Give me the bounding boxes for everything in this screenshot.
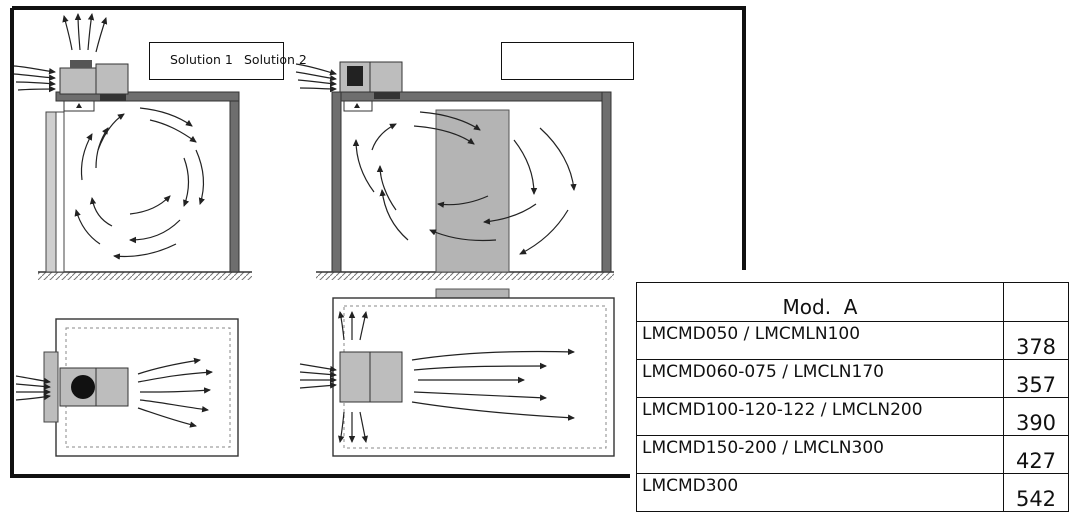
solution-2-label-box [501, 42, 634, 80]
evaporator-unit [339, 351, 371, 403]
table-header-row: Mod. A [636, 282, 1069, 322]
center-partition [435, 109, 510, 273]
cold-room-airflow-diagram [10, 6, 746, 478]
fan-circle-icon [71, 375, 95, 399]
left-wall [331, 91, 342, 273]
ceiling-wall [55, 91, 240, 102]
solution-1-elevation [13, 13, 252, 280]
solution-1-label-box [149, 42, 284, 80]
table-row: LMCMD100-120-122 / LMCLN200 390 [636, 397, 1069, 436]
solution-2-label: Solution 2 [244, 52, 307, 67]
dimension-a-value: 390 [1003, 397, 1069, 436]
ground-hatch [38, 272, 252, 280]
model-dimension-table: Mod. A LMCMD050 / LMCMLN100 378 LMCMD060… [636, 282, 1069, 512]
dimension-a-marker [354, 103, 360, 108]
fan-circle-icon [347, 66, 363, 86]
solution-2-elevation [295, 61, 614, 280]
header-a-value-column [1003, 282, 1069, 322]
header-mod-label: Mod. [782, 295, 832, 319]
dimension-a-value: 427 [1003, 435, 1069, 474]
solution-1-plan [15, 318, 239, 457]
table-row: LMCMD150-200 / LMCLN300 427 [636, 435, 1069, 474]
ceiling-wall [340, 91, 603, 102]
table-row: LMCMD060-075 / LMCLN170 357 [636, 359, 1069, 398]
solution-2-plan [299, 288, 615, 457]
table-row: LMCMD050 / LMCMLN100 378 [636, 321, 1069, 360]
dimension-a-value: 357 [1003, 359, 1069, 398]
condenser-unit [59, 67, 97, 95]
model-name: LMCMD050 / LMCMLN100 [636, 321, 1004, 360]
model-name: LMCMD060-075 / LMCLN170 [636, 359, 1004, 398]
model-name: LMCMD100-120-122 / LMCLN200 [636, 397, 1004, 436]
header-model: Mod. A [636, 282, 1004, 322]
solution-1-label: Solution 1 [170, 52, 233, 67]
right-wall [229, 91, 240, 273]
table-row: LMCMD300 542 [636, 473, 1069, 512]
model-name: LMCMD150-200 / LMCLN300 [636, 435, 1004, 474]
dimension-a-value: 542 [1003, 473, 1069, 512]
outer-frame [10, 6, 746, 478]
dimension-a-marker [76, 103, 82, 108]
dimension-a-value: 378 [1003, 321, 1069, 360]
model-name: LMCMD300 [636, 473, 1004, 512]
left-door-panel [45, 111, 57, 273]
airflow-arrow-icon [62, 13, 108, 53]
right-wall [601, 91, 612, 273]
header-a-label: A [843, 295, 858, 319]
